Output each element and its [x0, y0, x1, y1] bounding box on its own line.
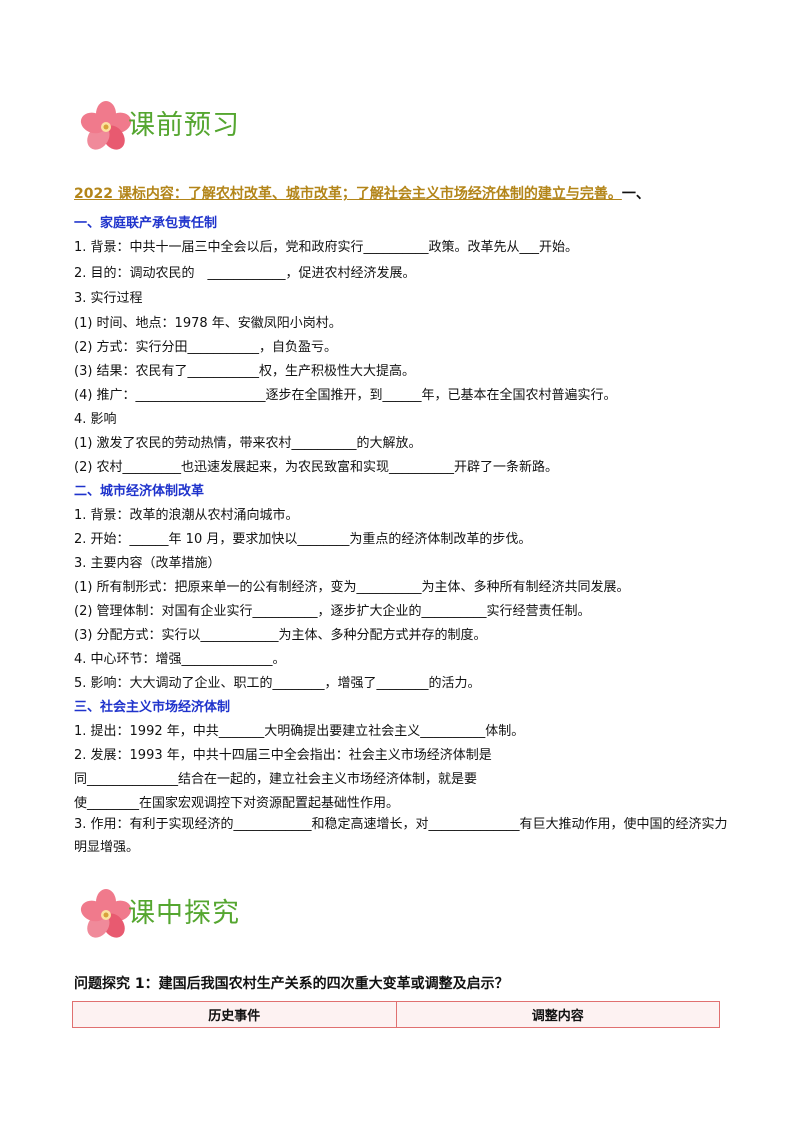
text-line: 3. 主要内容（改革措施） — [74, 556, 221, 571]
text-line: 2. 开始：______年 10 月，要求加快以________为重点的经济体制… — [74, 532, 532, 547]
explore-banner: 课中探究 — [78, 885, 278, 945]
table-header-cell: 调整内容 — [395, 1001, 720, 1028]
text-line: 3. 实行过程 — [74, 291, 143, 306]
banner-title: 课中探究 — [128, 898, 240, 929]
preview-banner: 课前预习 — [78, 97, 278, 157]
text-line: 使________在国家宏观调控下对资源配置起基础性作用。 — [74, 796, 400, 811]
text-line: (1) 激发了农民的劳动热情，带来农村__________的大解放。 — [74, 436, 422, 451]
events-table: 历史事件 调整内容 — [72, 1001, 720, 1028]
question-heading: 问题探究 1：建国后我国农村生产关系的四次重大变革或调整及启示？ — [74, 976, 509, 992]
text-line: 5. 影响：大大调动了企业、职工的________，增强了________的活力… — [74, 676, 481, 691]
flower-icon — [80, 889, 132, 938]
text-line: 2. 发展：1993 年，中共十四届三中全会指出：社会主义市场经济体制是 — [74, 748, 492, 763]
banner-title: 课前预习 — [128, 110, 240, 141]
text-line: 4. 中心环节：增强______________。 — [74, 652, 286, 667]
text-line: 同______________结合在一起的，建立社会主义市场经济体制，就是要 — [74, 772, 478, 787]
table-header-cell: 历史事件 — [72, 1001, 397, 1028]
text-line: (3) 结果：农民有了___________权，生产积极性大大提高。 — [74, 364, 416, 379]
section-title: 一、家庭联产承包责任制 — [74, 216, 218, 231]
table-header-row: 历史事件 调整内容 — [72, 1001, 720, 1028]
text-line: (2) 农村_________也迅速发展起来，为农民致富和实现_________… — [74, 460, 559, 475]
flower-icon — [80, 101, 132, 150]
text-line: (1) 时间、地点：1978 年、安徽凤阳小岗村。 — [74, 316, 342, 331]
text-line: 1. 背景：改革的浪潮从农村涌向城市。 — [74, 508, 299, 523]
text-line: (2) 管理体制：对国有企业实行__________，逐步扩大企业的______… — [74, 604, 591, 619]
text-line: (3) 分配方式：实行以____________为主体、多种分配方式并存的制度。 — [74, 628, 487, 643]
standard-text: 2022 课标内容：了解农村改革、城市改革；了解社会主义市场经济体制的建立与完善… — [74, 186, 622, 202]
text-line: 2. 目的：调动农民的 ____________，促进农村经济发展。 — [74, 266, 416, 281]
section-title: 二、城市经济体制改革 — [74, 484, 205, 499]
text-line: (1) 所有制形式：把原来单一的公有制经济，变为__________为主体、多种… — [74, 580, 630, 595]
text-line: (4) 推广：____________________逐步在全国推开，到____… — [74, 388, 617, 403]
curriculum-standard: 2022 课标内容：了解农村改革、城市改革；了解社会主义市场经济体制的建立与完善… — [74, 183, 734, 203]
text-line: 3. 作用：有利于实现经济的____________和稳定高速增长，对_____… — [74, 817, 728, 855]
text-line: 1. 提出：1992 年，中共_______大明确提出要建立社会主义______… — [74, 724, 525, 739]
text-line: (2) 方式：实行分田___________，自负盈亏。 — [74, 340, 338, 355]
section-title: 三、社会主义市场经济体制 — [74, 700, 231, 715]
text-line: 1. 背景：中共十一届三中全会以后，党和政府实行__________政策。改革先… — [74, 240, 579, 255]
text-line: 4. 影响 — [74, 412, 117, 427]
standard-tail: 一、 — [621, 186, 650, 202]
